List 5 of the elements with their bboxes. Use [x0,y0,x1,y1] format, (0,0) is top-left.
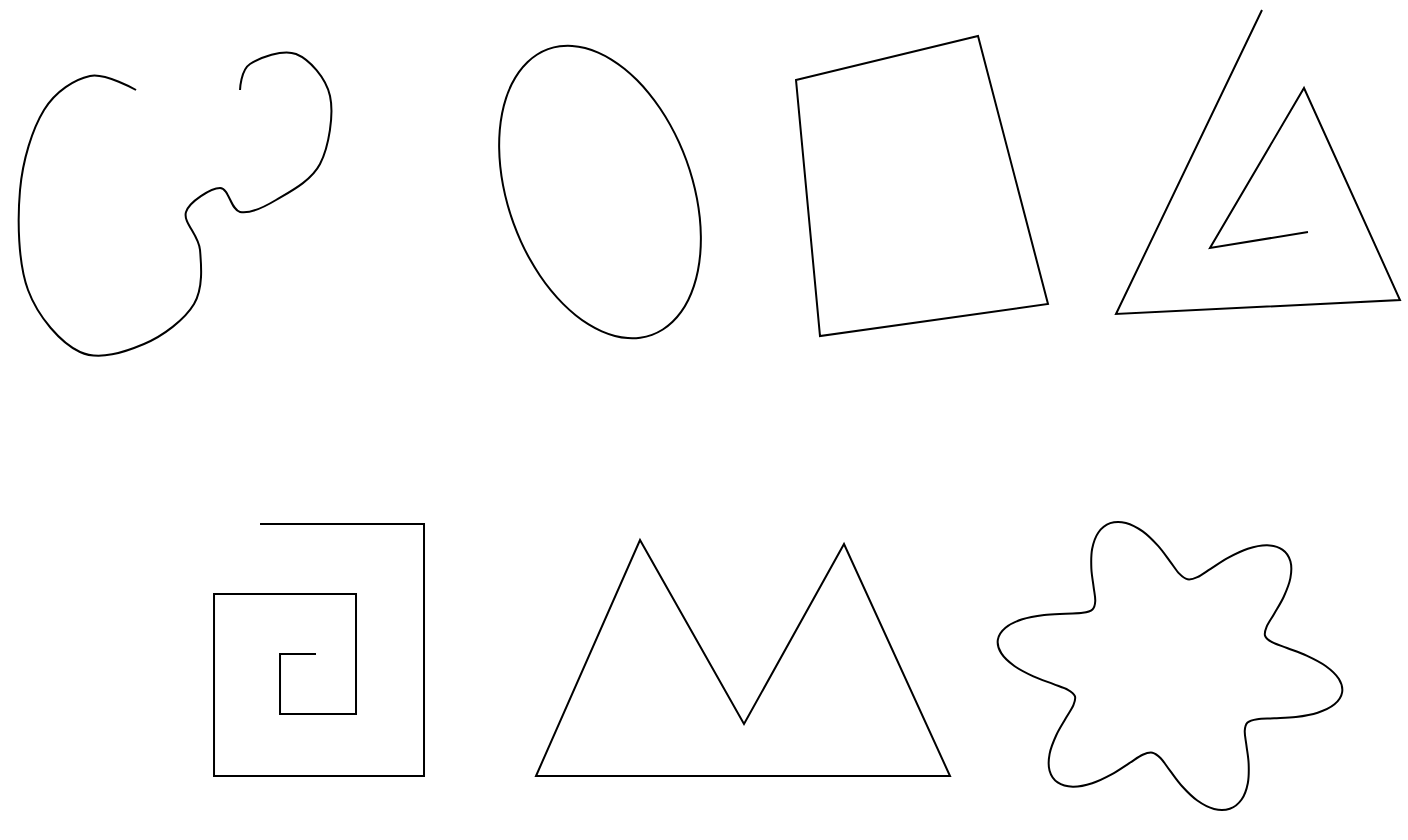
blob-drawing [17,51,333,357]
flower-drawing [996,520,1344,811]
ellipse-drawing [498,44,702,340]
spiral-drawing [213,523,425,777]
triangle-drawing [1114,9,1402,316]
